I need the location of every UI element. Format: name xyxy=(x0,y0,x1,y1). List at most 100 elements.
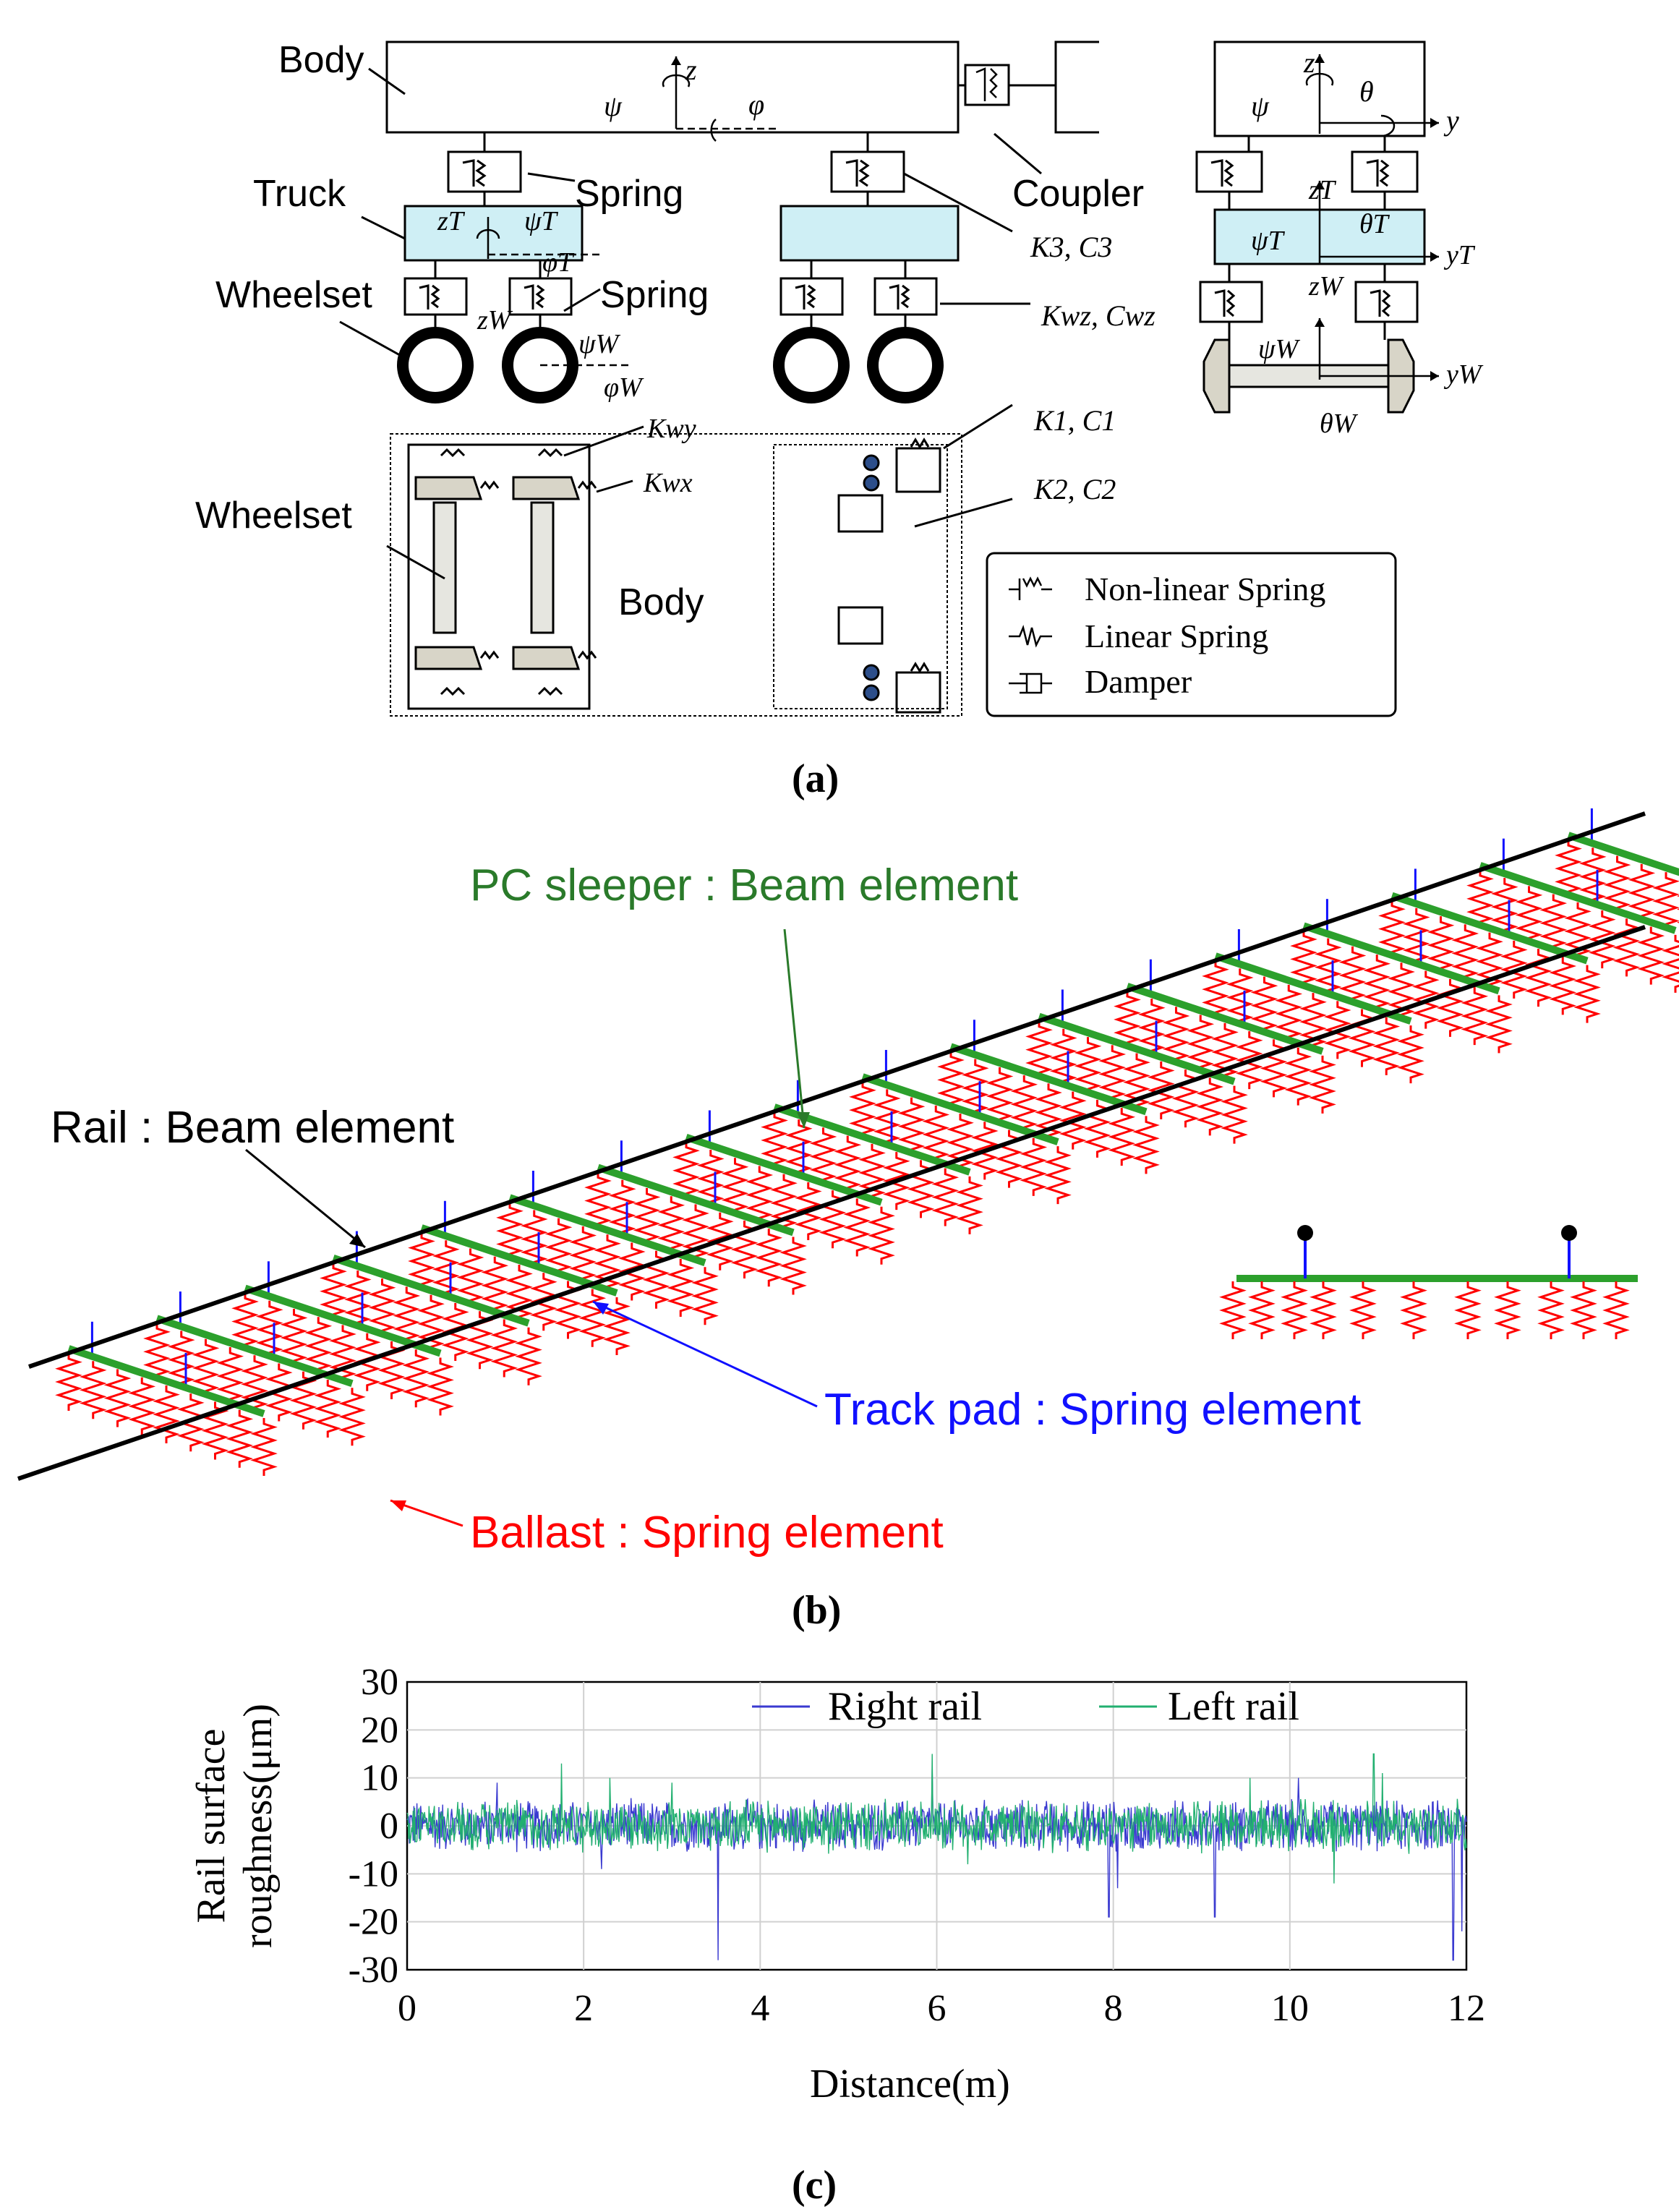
y-tick-label: -20 xyxy=(349,1902,398,1943)
ballast-spring xyxy=(1662,934,1679,993)
ballast-spring xyxy=(1250,976,1278,1035)
ballast-spring xyxy=(1461,987,1489,1046)
nonlinear-spring-icon xyxy=(1009,576,1052,600)
ballast-spring xyxy=(1436,978,1464,1037)
ballast-spring xyxy=(706,1212,734,1271)
ballast-spring xyxy=(1310,1281,1337,1339)
sleeper-beam xyxy=(332,1254,530,1327)
ballast-spring xyxy=(481,1256,509,1315)
secondary-suspension-left xyxy=(447,132,522,206)
label-body-plan: Body xyxy=(618,581,704,623)
ballast-spring xyxy=(1476,932,1503,991)
ballast-spring xyxy=(1451,924,1479,983)
ballast-spring xyxy=(544,1218,573,1276)
ballast-spring xyxy=(192,1338,220,1397)
legend-nonlinear-spring: Non-linear Spring xyxy=(1085,571,1325,607)
ballast-spring xyxy=(1537,1281,1565,1339)
sleeper-beam xyxy=(1214,952,1412,1025)
panel-a: ψ z φ Body Spring Coupler K3, C3 Truck z… xyxy=(195,39,1484,801)
ballast-spring xyxy=(1564,902,1592,960)
end-symbol-y: y xyxy=(1443,104,1459,137)
ballast-spring xyxy=(338,1388,366,1446)
ballast-spring xyxy=(1402,908,1430,966)
ballast-spring xyxy=(578,1289,607,1347)
ballast-spring xyxy=(770,1174,798,1232)
ballast-spring xyxy=(304,1317,333,1375)
label-truck: Truck xyxy=(253,173,346,215)
ballast-spring xyxy=(873,1089,901,1148)
symbol-phi: φ xyxy=(748,88,764,121)
ballast-spring xyxy=(1549,957,1577,1015)
label-k1c1: K1, C1 xyxy=(1033,404,1116,437)
ballast-spring xyxy=(1602,1281,1630,1339)
ballast-spring xyxy=(1515,886,1543,944)
ballast-spring xyxy=(1588,910,1616,969)
truck-left xyxy=(403,205,584,262)
ballast-spring xyxy=(1524,949,1552,1007)
ballast-spring xyxy=(603,1297,631,1355)
sleeper-beam xyxy=(685,1133,883,1206)
ballast-spring xyxy=(667,1258,695,1317)
end-symbol-thetaT: θT xyxy=(1359,209,1390,239)
linear-spring-icon xyxy=(1009,625,1052,648)
label-wheelset-side: Wheelset xyxy=(215,274,372,316)
ballast-spring xyxy=(1083,1099,1111,1158)
symbol-psiT: ψT xyxy=(524,206,559,236)
primary-suspensions xyxy=(403,260,938,329)
ballast-spring xyxy=(1020,1137,1048,1196)
ballast-spring xyxy=(1485,995,1513,1054)
ballast-spring xyxy=(986,1067,1014,1125)
plan-body-frame xyxy=(390,433,962,717)
end-symbol-z: z xyxy=(1303,46,1315,79)
sleeper-beam xyxy=(155,1315,354,1387)
ballast-spring xyxy=(657,1196,685,1255)
y-tick-label: 30 xyxy=(361,1662,398,1703)
ballast-spring xyxy=(368,1278,396,1337)
damper-icon xyxy=(1009,672,1052,694)
y-tick-label: -30 xyxy=(349,1950,398,1991)
symbol-psi: ψ xyxy=(604,90,623,122)
ballast-spring xyxy=(1500,940,1528,999)
legend-box xyxy=(986,552,1397,717)
ballast-spring xyxy=(1573,965,1601,1023)
ballast-spring xyxy=(794,1182,822,1240)
ballast-spring xyxy=(956,1176,983,1234)
ballast-spring xyxy=(1372,1017,1401,1075)
label-k3c3: K3, C3 xyxy=(1030,231,1112,263)
ballast-spring xyxy=(755,1229,783,1287)
coupler-spring-damper xyxy=(958,64,1056,106)
label-kwy: Kwy xyxy=(646,414,696,444)
ballast-spring xyxy=(1603,855,1631,914)
end-secondary-suspensions xyxy=(1195,136,1419,210)
caption-a: (a) xyxy=(792,756,839,801)
sleeper-beam xyxy=(1038,1012,1236,1085)
ballast-spring xyxy=(1147,1061,1175,1119)
sleeper-beam xyxy=(420,1224,618,1297)
y-axis-label-1: Rail surface xyxy=(189,1729,234,1923)
ballast-spring xyxy=(1309,1055,1336,1114)
ballast-spring xyxy=(505,1264,533,1323)
ballast-spring xyxy=(1171,1069,1200,1128)
ballast-spring xyxy=(1162,1007,1190,1065)
label-coupler: Coupler xyxy=(1012,173,1144,215)
ballast-spring xyxy=(569,1226,597,1284)
ballast-spring xyxy=(427,1357,454,1416)
ballast-spring xyxy=(1098,1045,1127,1103)
ballast-spring xyxy=(1323,1001,1351,1059)
car-body-box xyxy=(385,40,960,134)
ballast-spring xyxy=(1132,1116,1160,1174)
ballast-spring xyxy=(167,1331,195,1389)
x-tick-label: 4 xyxy=(751,1988,769,2029)
ballast-spring xyxy=(937,1051,965,1109)
ballast-spring xyxy=(1074,1037,1102,1096)
ballast-spring xyxy=(672,1141,700,1200)
ballast-spring xyxy=(231,1292,259,1351)
label-ballast: Ballast : Spring element xyxy=(470,1508,944,1558)
label-wheelset-plan: Wheelset xyxy=(195,495,352,537)
x-tick-label: 6 xyxy=(928,1988,947,2029)
label-body-side: Body xyxy=(278,39,364,81)
ballast-spring xyxy=(241,1355,268,1414)
plan-coupler-elements xyxy=(837,437,941,714)
sleeper-beam xyxy=(1567,832,1679,876)
